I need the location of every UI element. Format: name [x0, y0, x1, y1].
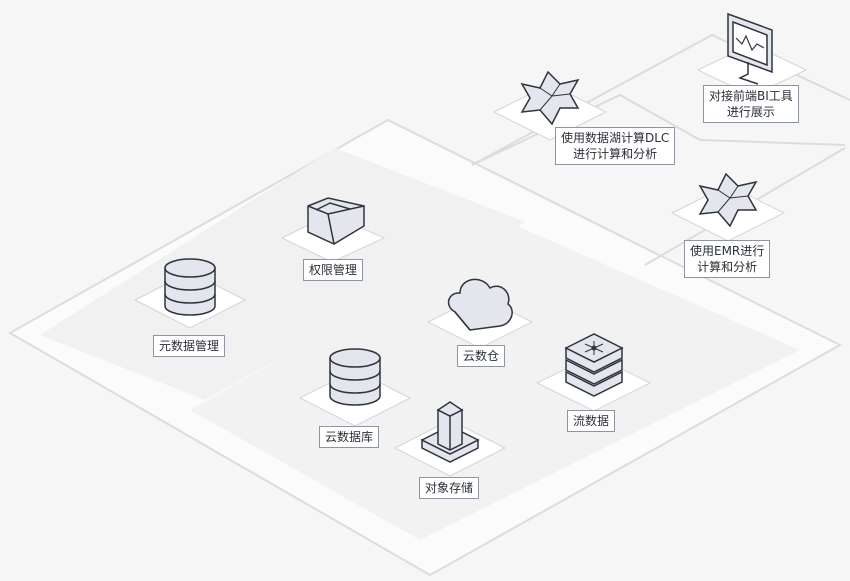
bi-label: 对接前端BI工具进行展示: [703, 85, 799, 123]
metadata-database-icon: [164, 258, 216, 316]
permission-label: 权限管理: [303, 259, 364, 281]
cloud-database-icon: [329, 348, 381, 406]
cloud-database-label: 云数据库: [319, 426, 380, 448]
monitor-chart-icon: [727, 12, 773, 85]
emr-label: 使用EMR进行计算和分析: [684, 240, 771, 278]
stream-label: 流数据: [567, 410, 616, 432]
cloud-icon: [447, 278, 513, 331]
emr-compute-star-icon: [698, 172, 758, 228]
stream-stack-icon: [564, 333, 624, 397]
dlc-compute-star-icon: [520, 70, 580, 126]
cloud-warehouse-label: 云数仓: [457, 345, 506, 367]
building-storage-icon: [420, 401, 480, 463]
permission-shield-icon: [307, 197, 365, 245]
storage-zone: [190, 225, 800, 540]
object-storage-label: 对象存储: [419, 477, 480, 499]
metadata-label: 元数据管理: [153, 335, 226, 357]
